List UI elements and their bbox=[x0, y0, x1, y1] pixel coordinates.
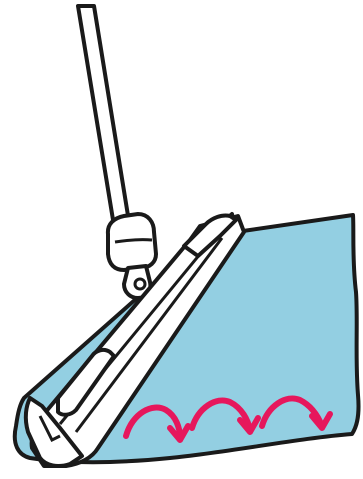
head-clip-bottom bbox=[56, 347, 116, 417]
motion-arrow-1 bbox=[123, 404, 183, 441]
motion-arrow-3 bbox=[259, 395, 325, 429]
motion-arrow-2 bbox=[189, 397, 253, 433]
mop-head-channel-2 bbox=[74, 237, 224, 433]
end-cap-detail bbox=[38, 415, 61, 443]
head-clip-top bbox=[182, 213, 238, 258]
motion-arrow-1-head bbox=[167, 423, 191, 443]
swivel-hole bbox=[133, 277, 147, 291]
mop-handle bbox=[76, 4, 132, 234]
motion-arrow-2-head bbox=[237, 415, 261, 435]
head-end-cap bbox=[23, 396, 84, 468]
connector-line bbox=[114, 238, 153, 244]
handle-connector bbox=[105, 212, 158, 272]
motion-arrow-3-head bbox=[309, 411, 333, 431]
